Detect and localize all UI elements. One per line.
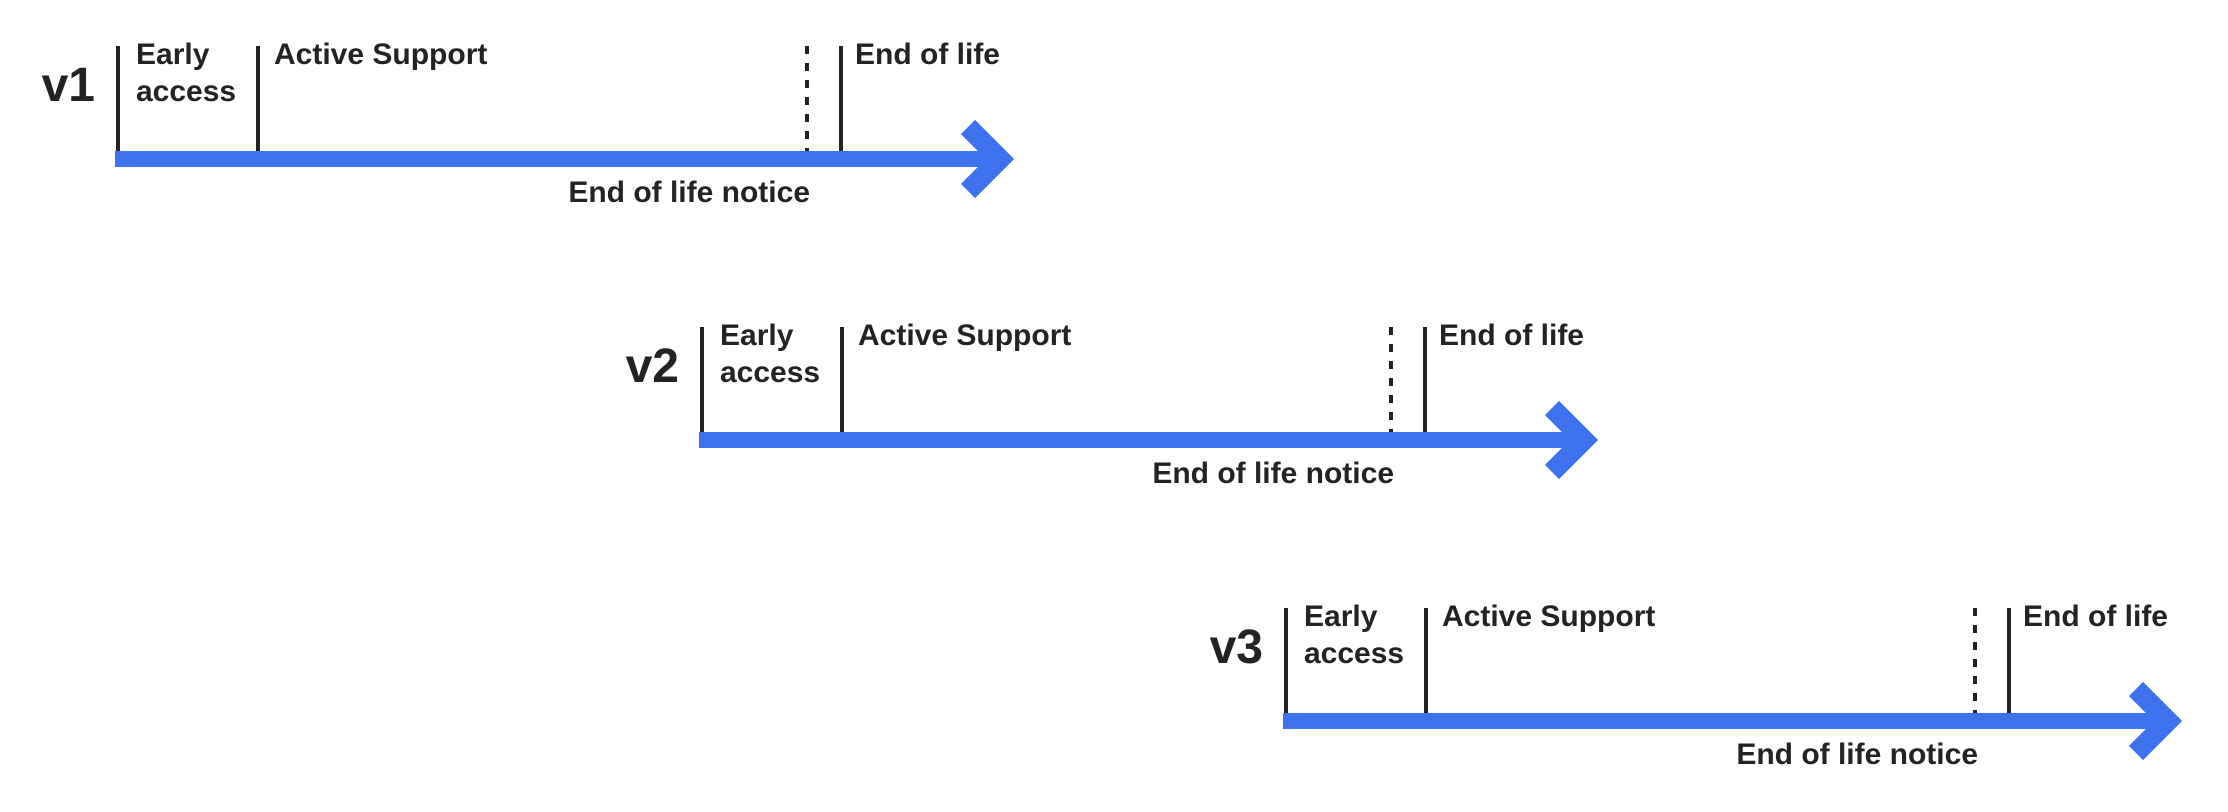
version-label: v1: [41, 59, 95, 112]
active-support-start-tick: [256, 46, 260, 152]
timeline-v1-graphic: [115, 46, 1015, 199]
end-of-life-notice-label: End of life notice: [1736, 738, 1978, 771]
version-label: v3: [1209, 621, 1263, 674]
early-access-label: Early access: [136, 38, 237, 108]
end-of-life-notice-label: End of life notice: [1152, 457, 1394, 490]
timeline-v3: v3 Early access Active Support End of li…: [1168, 562, 2228, 777]
arrow-head-icon: [1544, 400, 1599, 480]
active-support-label: Active Support: [858, 319, 1072, 352]
end-of-life-label: End of life: [2023, 600, 2168, 633]
arrow-head-icon: [2128, 681, 2183, 761]
early-access-start-tick: [116, 46, 120, 152]
active-support-label: Active Support: [274, 38, 488, 71]
early-access-label: Early access: [720, 319, 821, 389]
active-support-start-tick: [840, 327, 844, 433]
version-label: v2: [625, 340, 679, 393]
early-access-start-tick: [1284, 608, 1288, 714]
timeline-v1: v1 Early access Active Support End of li…: [0, 0, 1060, 215]
end-of-life-label: End of life: [855, 38, 1000, 71]
active-support-label: Active Support: [1442, 600, 1656, 633]
timeline-v3-graphic: [1283, 608, 2183, 761]
end-of-life-label: End of life: [1439, 319, 1584, 352]
early-access-label: Early access: [1304, 600, 1405, 670]
end-of-life-tick: [2007, 608, 2011, 714]
end-of-life-tick: [839, 46, 843, 152]
end-of-life-notice-label: End of life notice: [568, 176, 810, 209]
early-access-start-tick: [700, 327, 704, 433]
timeline-v2: v2 Early access Active Support End of li…: [584, 281, 1644, 496]
arrow-head-icon: [960, 119, 1015, 199]
end-of-life-tick: [1423, 327, 1427, 433]
active-support-start-tick: [1424, 608, 1428, 714]
timeline-v2-graphic: [699, 327, 1599, 480]
